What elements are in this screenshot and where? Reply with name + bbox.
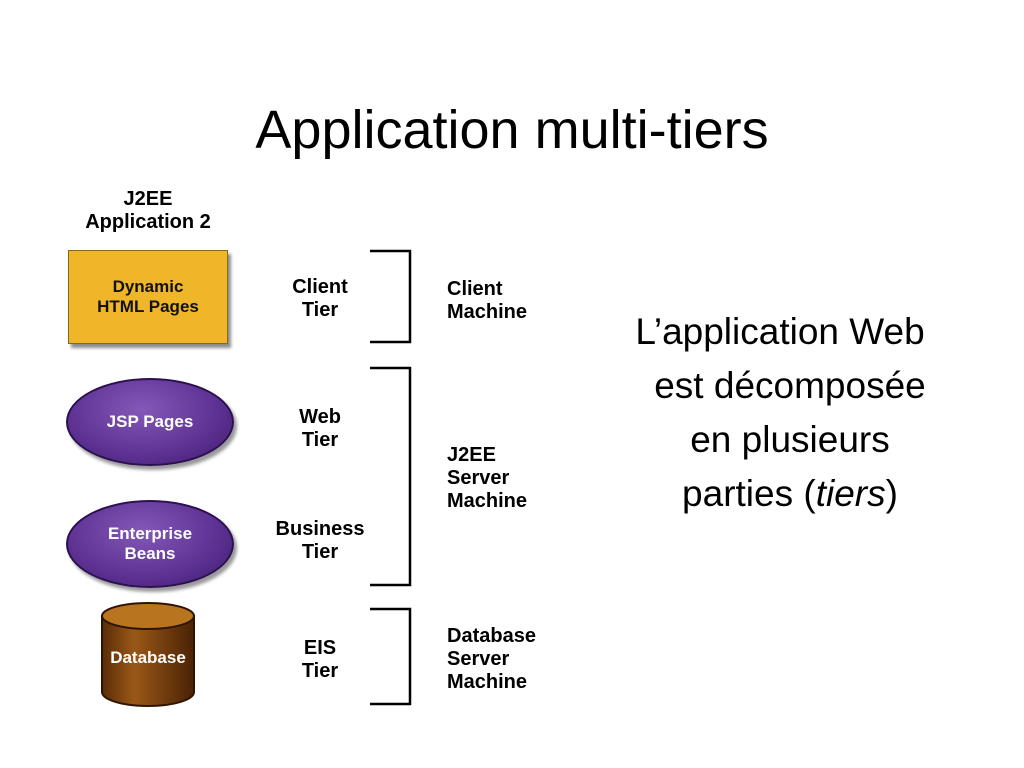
tier-brackets	[370, 249, 412, 706]
app-header: J2EE Application 2	[85, 188, 211, 233]
server-machine-bracket	[370, 366, 412, 587]
business-tier-label: Business Tier	[275, 518, 365, 563]
client-machine-bracket	[370, 249, 412, 344]
database-cylinder: Database	[98, 600, 198, 710]
database-machine-bracket	[370, 607, 412, 706]
enterprise-beans-ellipse: Enterprise Beans	[66, 500, 234, 588]
slide-title: Application multi-tiers	[255, 100, 769, 160]
eis-tier-label: EIS Tier	[301, 637, 339, 682]
database-icon	[101, 602, 195, 707]
dynamic-html-pages-box: Dynamic HTML Pages	[68, 250, 228, 344]
client-machine-label: Client Machine	[447, 278, 528, 323]
server-machine-label: J2EE Server Machine	[447, 444, 528, 512]
jsp-pages-ellipse: JSP Pages	[66, 378, 234, 466]
web-tier-label: Web Tier	[299, 406, 341, 451]
description-text: L’application Web est décomposée en plus…	[635, 311, 926, 514]
database-machine-label: Database Server Machine	[447, 625, 536, 693]
client-tier-label: Client Tier	[292, 276, 348, 321]
tier-diagram: J2EE Application 2 Dynamic HTML Pages JS…	[66, 188, 536, 710]
